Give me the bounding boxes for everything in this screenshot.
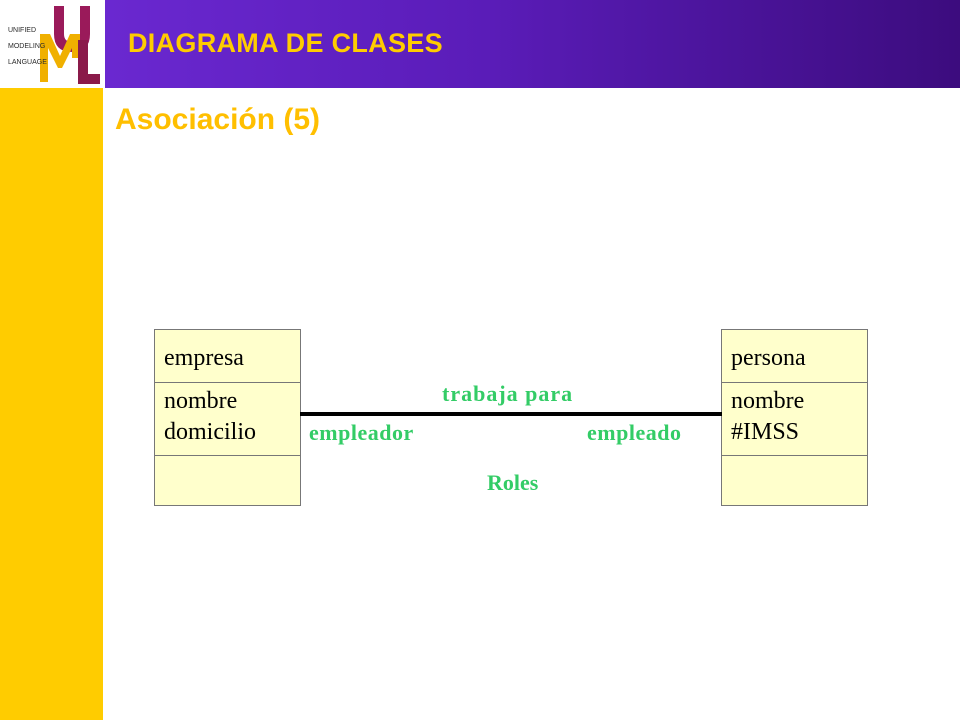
association-name: trabaja para xyxy=(442,381,574,406)
role-label-left: empleador xyxy=(309,420,414,445)
class-box-persona: persona nombre #IMSS xyxy=(721,329,868,506)
attribute: domicilio xyxy=(164,419,256,445)
class-box-empresa: empresa nombre domicilio xyxy=(154,329,301,506)
class-name: persona xyxy=(722,330,867,383)
association-line xyxy=(300,412,722,416)
logo-text-language: LANGUAGE xyxy=(8,59,47,66)
class-operations xyxy=(155,456,300,505)
class-name: empresa xyxy=(155,330,300,383)
attribute: nombre xyxy=(164,388,238,414)
header-title: DIAGRAMA DE CLASES xyxy=(128,28,443,58)
logo-text-modeling: MODELING xyxy=(8,43,46,50)
attribute: nombre xyxy=(731,388,805,414)
class-attributes: nombre #IMSS xyxy=(722,383,867,456)
logo-letter-m xyxy=(40,34,80,82)
attribute: #IMSS xyxy=(731,419,800,445)
uml-logo-letters xyxy=(40,6,100,84)
logo-letter-l xyxy=(78,40,100,84)
slide-title: Asociación (5) xyxy=(115,103,321,136)
class-operations xyxy=(722,456,867,505)
uml-logo: UNIFIED MODELING LANGUAGE xyxy=(0,0,105,88)
sidebar-stripe xyxy=(0,88,103,720)
header-bar xyxy=(105,0,960,88)
class-attributes: nombre domicilio xyxy=(155,383,300,456)
role-label-right: empleado xyxy=(587,420,682,445)
logo-text-unified: UNIFIED xyxy=(8,27,36,34)
roles-caption: Roles xyxy=(487,470,539,495)
